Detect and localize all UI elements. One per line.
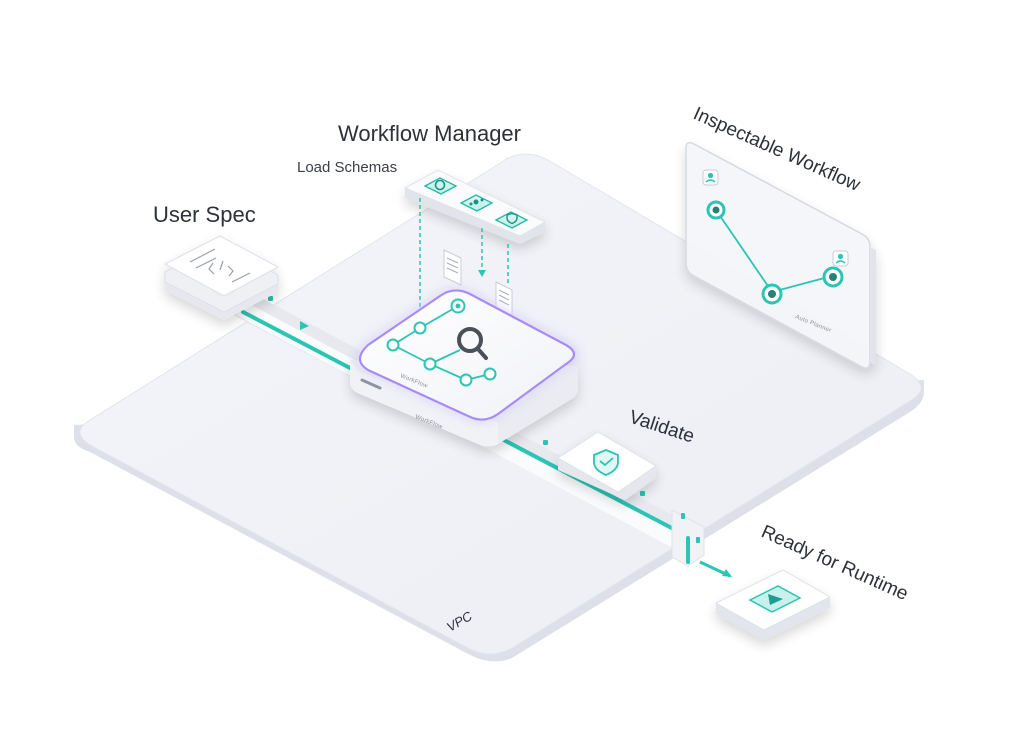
- user-spec-label: User Spec: [153, 202, 256, 227]
- schema-tile[interactable]: [459, 194, 494, 212]
- pipeline-exit-block: [671, 509, 705, 567]
- inspectable-workflow-panel[interactable]: [685, 141, 876, 369]
- user-spec-stack: [163, 235, 280, 320]
- graph-node: [483, 367, 497, 381]
- graph-node: [761, 283, 783, 305]
- workflow-manager-hub[interactable]: [350, 289, 578, 447]
- graph-node: [423, 357, 437, 371]
- flow-marker: [543, 440, 548, 445]
- user-icon: [832, 250, 849, 267]
- schema-tile[interactable]: [494, 211, 529, 229]
- play-icon: [768, 594, 783, 605]
- graph-node: [386, 338, 400, 352]
- flow-marker: [640, 491, 645, 496]
- runtime-block[interactable]: [714, 569, 832, 640]
- graph-node: [822, 266, 844, 288]
- load-schemas-label: Load Schemas: [297, 159, 397, 176]
- code-document-icon: [189, 248, 251, 283]
- chat-icon: [434, 179, 446, 191]
- graph-node: [450, 298, 466, 314]
- schema-document: [443, 249, 462, 286]
- validate-gate[interactable]: [557, 431, 657, 500]
- schema-connectors: [419, 198, 509, 322]
- workflow-manager-label: Workflow Manager: [338, 121, 521, 146]
- user-icon: [702, 169, 719, 186]
- flow-marker: [268, 296, 273, 301]
- shield-check-icon: [593, 449, 619, 476]
- schema-tile[interactable]: [423, 177, 458, 195]
- schema-arrow: [478, 270, 486, 277]
- flow-marker: [300, 321, 309, 330]
- pipeline-flow-line: [241, 310, 352, 370]
- graph-node: [459, 373, 473, 387]
- shield-check-icon: [506, 212, 518, 225]
- graph-node: [706, 200, 726, 220]
- magnifier-icon: [457, 327, 488, 360]
- graph-node: [413, 321, 427, 335]
- network-icon: [469, 198, 484, 206]
